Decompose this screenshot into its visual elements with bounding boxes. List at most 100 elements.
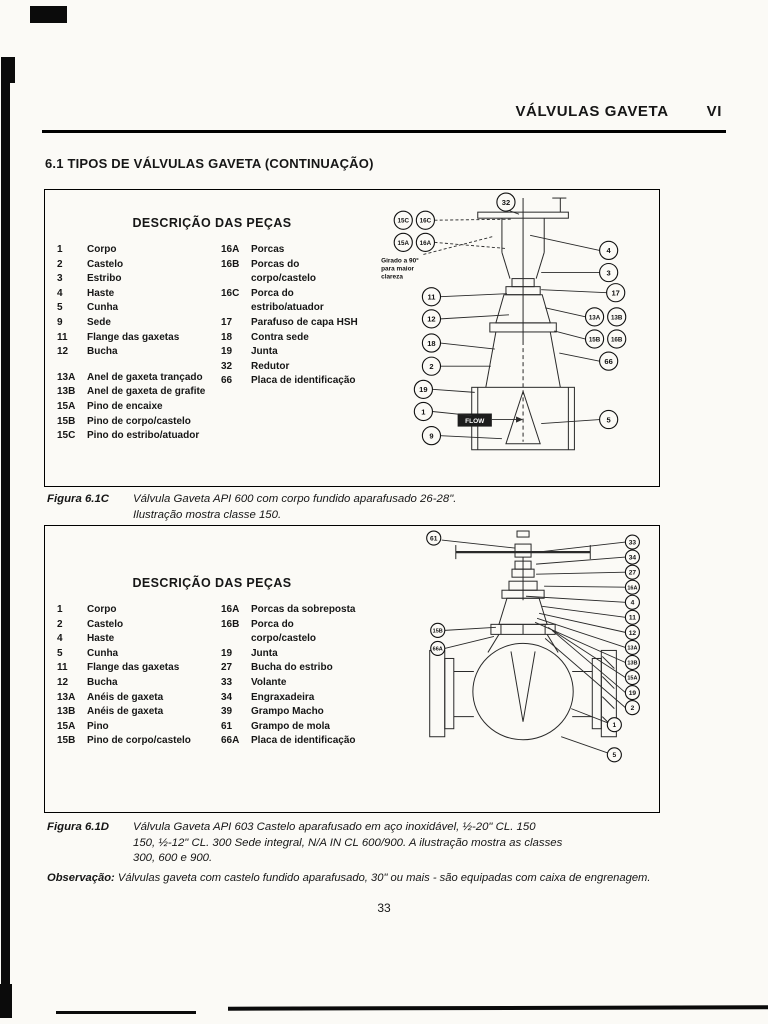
page-number: 33 [377,901,391,915]
callout-12: 12 [624,624,640,640]
part-number: 15B [57,415,76,427]
svg-text:12: 12 [427,315,435,324]
svg-text:13A: 13A [589,314,601,321]
part-number: 11 [57,662,68,674]
part-number: 13B [57,386,76,398]
caption-line: 150, ½-12" CL. 300 Sede integral, N/A IN… [133,836,563,849]
callout-13a: 13A [584,307,605,327]
svg-text:Girado a 90°: Girado a 90° [381,256,419,264]
part-number: 15B [57,735,76,747]
part-label: Placa de identificação [251,735,356,747]
svg-text:34: 34 [629,555,637,562]
part-label: Grampo Macho [251,706,324,718]
svg-text:16B: 16B [611,336,623,343]
part-label: Pino [87,720,109,732]
part-label: Anel de gaxeta trançado [87,371,203,383]
part-number: 2 [57,618,63,630]
page-header: VÁLVULAS GAVETA VI [515,103,722,120]
svg-text:32: 32 [502,198,510,207]
part-number: 16C [221,287,240,299]
callout-1: 1 [606,717,622,733]
part-number: 1 [57,604,63,615]
scan-artifact [56,1011,196,1014]
part-label: Cunha [87,647,119,659]
diagram-note: Girado a 90° para maior clareza [381,235,494,281]
part-number: 16A [221,244,240,255]
callout-16c: 16C [415,210,436,230]
caption-line: 300, 600 e 900. [133,852,213,864]
part-number: 66 [221,375,233,387]
callout-15b: 15B [430,622,446,638]
part-label: Parafuso de capa HSH [251,316,358,328]
scan-artifact-left-bar [1,57,10,1009]
scan-artifact [30,6,67,23]
figure-6-1d-caption: Figura 6.1D Válvula Gaveta API 603 Caste… [47,820,562,867]
callout-13b: 13B [607,307,627,327]
svg-text:9: 9 [429,431,433,440]
part-label: Porcas [251,244,285,255]
figure-label: Figura 6.1C [47,493,110,505]
svg-text:3: 3 [607,268,611,277]
part-number: 19 [221,647,233,659]
svg-text:66: 66 [604,357,612,366]
part-number: 15A [57,720,76,732]
svg-text:13B: 13B [627,661,637,667]
svg-text:15A: 15A [627,676,637,682]
svg-text:para maior: para maior [381,266,414,273]
observation-label: Observação: [47,872,115,884]
part-label: Castelo [87,618,124,630]
parts-title: DESCRIÇÃO DAS PEÇAS [132,576,292,590]
part-label: Bucha [87,346,118,358]
part-number: 5 [57,302,63,314]
svg-text:17: 17 [611,289,619,298]
svg-text:19: 19 [419,385,427,394]
callout-34: 34 [624,549,640,565]
callout-66: 66 [599,351,619,371]
part-label: Porca do estribo/atuador [251,287,324,314]
observation-text: Válvulas gaveta com castelo fundido apar… [114,872,651,884]
svg-text:2: 2 [429,362,433,371]
callout-3: 3 [599,262,619,283]
svg-text:1: 1 [421,407,425,416]
part-label: Engraxadeira [251,691,315,703]
callout-19: 19 [624,685,640,701]
parts-title: DESCRIÇÃO DAS PEÇAS [132,216,292,230]
caption-line: Válvula Gaveta API 603 Castelo aparafusa… [133,821,536,833]
callout-11: 11 [421,287,442,307]
header-title: VÁLVULAS GAVETA [515,103,669,120]
callout-19: 19 [413,379,434,399]
part-number: 2 [57,258,63,270]
part-label: Corpo [87,604,117,615]
header-rule [42,130,726,133]
svg-text:1: 1 [613,722,617,729]
svg-text:16A: 16A [627,585,637,591]
part-number: 27 [221,662,233,674]
part-number: 4 [57,633,63,645]
svg-text:12: 12 [629,630,637,637]
part-label: Junta [251,647,278,659]
svg-text:5: 5 [613,752,617,759]
part-number: 5 [57,647,63,659]
part-row: 5 Cunha [57,647,221,662]
callout-2: 2 [421,356,442,376]
part-row: 13B Anel de gaxeta de grafite [57,385,221,400]
svg-text:11: 11 [427,293,435,302]
svg-text:15B: 15B [589,336,601,343]
part-label: Anel de gaxeta de grafite [87,386,206,398]
